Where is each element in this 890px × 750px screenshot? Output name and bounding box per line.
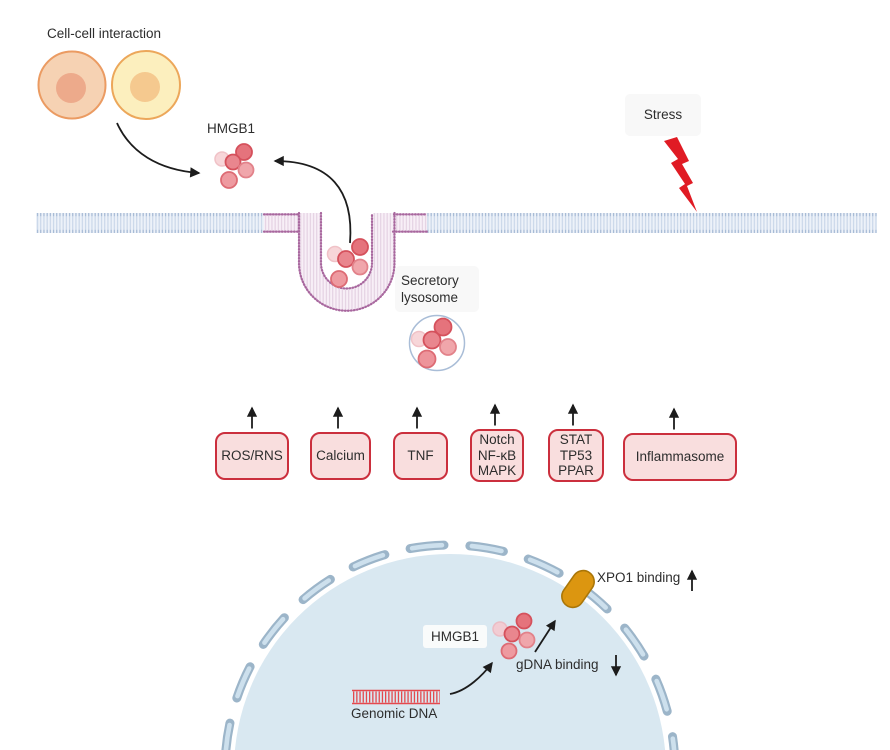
- hmgb1-nuclear-label-box: HMGB1: [423, 625, 487, 648]
- pathway-box-notch-nfkb-mapk: Notch NF-κB MAPK: [470, 429, 524, 482]
- pathway-box-ros-rns: ROS/RNS: [215, 432, 289, 480]
- donor-cell-nucleus: [56, 73, 86, 103]
- hmgb1-molecules-pocket: [326, 238, 369, 288]
- cell-cell-interaction-label: Cell-cell interaction: [47, 26, 162, 41]
- donor-cell: [37, 50, 107, 120]
- hmgb1-molecules-extracellular: [214, 143, 255, 189]
- pathway-box-tnf: TNF: [393, 432, 448, 480]
- neighbor-cell-nucleus: [130, 72, 160, 102]
- membrane-blue-left: [36, 213, 264, 233]
- pathway-box-label: Notch NF-κB MAPK: [477, 432, 517, 479]
- cells-to-hmgb1-arrow: [116, 122, 201, 178]
- secretory-lysosome-label: Secretory lysosome: [401, 272, 459, 306]
- genomic-dna-icon: [352, 689, 440, 705]
- pathway-box-label: Inflammasome: [635, 449, 725, 465]
- xpo1-protein: [561, 569, 595, 609]
- genomic-dna-label: Genomic DNA: [351, 706, 438, 721]
- nucleoplasm: [234, 554, 666, 750]
- plasma-membrane: [36, 211, 877, 312]
- pathway-box-label: ROS/RNS: [221, 448, 283, 464]
- pathway-box-label: STAT TP53 PPAR: [558, 432, 594, 479]
- pathway-box-label: TNF: [407, 448, 434, 464]
- stress-label-box: Stress: [625, 94, 701, 136]
- stress-label: Stress: [643, 107, 683, 122]
- stress-bolt-icon: [664, 137, 697, 212]
- hmgb1-molecules-nuclear: [492, 612, 536, 660]
- secretory-lysosome-pocket: [262, 211, 429, 312]
- pocket-to-hmgb1-arrow: [273, 155, 352, 244]
- hmgb1-to-xpo1-arrow: [534, 619, 556, 653]
- pathway-box-calcium: Calcium: [310, 432, 371, 480]
- pathway-box-inflammasome: Inflammasome: [623, 433, 737, 481]
- xpo1-binding-label: XPO1 binding: [597, 570, 681, 585]
- nucleus: [221, 540, 679, 750]
- secretory-lysosome-vesicle: [408, 314, 466, 372]
- gdna-binding-label: gDNA binding: [516, 657, 599, 672]
- hmgb1-extracellular-label: HMGB1: [207, 121, 256, 136]
- neighbor-cell: [111, 50, 181, 120]
- dna-to-hmgb1-arrow: [449, 661, 493, 695]
- secretory-lysosome-label-box: Secretory lysosome: [395, 266, 479, 312]
- hmgb1-nuclear-label: HMGB1: [430, 628, 479, 644]
- arrows: [116, 122, 698, 695]
- pathway-box-label: Calcium: [316, 448, 365, 464]
- pathway-box-stat-tp53-ppar: STAT TP53 PPAR: [548, 429, 604, 482]
- membrane-blue-right: [427, 213, 877, 233]
